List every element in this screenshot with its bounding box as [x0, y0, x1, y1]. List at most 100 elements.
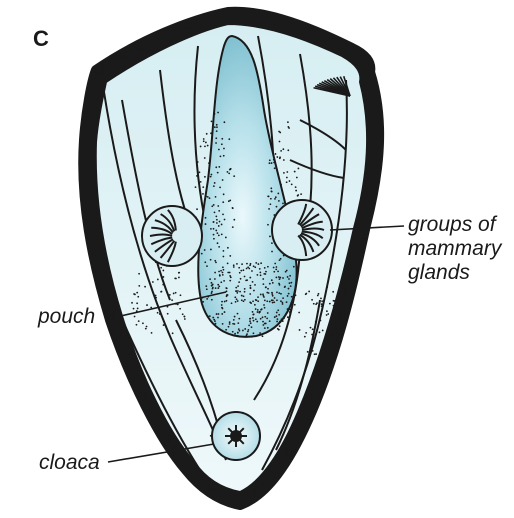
stipple-dot [208, 162, 210, 164]
stipple-dot [222, 179, 224, 181]
stipple-dot [222, 256, 224, 258]
stipple-dot [279, 284, 281, 286]
fur-bristle [86, 120, 91, 121]
stipple-dot [272, 282, 274, 284]
stipple-dot [251, 336, 253, 338]
stipple-dot [138, 273, 140, 275]
stipple-dot [228, 326, 230, 328]
stipple-dot [265, 273, 267, 275]
stipple-dot [205, 142, 207, 144]
fur-bristle [364, 70, 370, 71]
stipple-dot [276, 266, 278, 268]
stipple-dot [286, 177, 288, 179]
stipple-dot [326, 310, 328, 312]
stipple-dot [280, 258, 282, 260]
stipple-dot [215, 196, 217, 198]
stipple-dot [336, 331, 338, 333]
stipple-dot [250, 302, 252, 304]
stipple-dot [316, 302, 318, 304]
stipple-dot [282, 277, 284, 279]
fur-bristle [98, 274, 104, 275]
fur-bristle [92, 85, 97, 86]
label-glands-line3: glands [408, 261, 512, 285]
stipple-dot [253, 265, 255, 267]
stipple-dot [279, 278, 281, 280]
fur-bristle [367, 174, 376, 175]
stipple-dot [244, 328, 246, 330]
stipple-dot [229, 200, 231, 202]
fur-bristle [204, 18, 205, 22]
stipple-dot [262, 335, 264, 337]
fur-bristle [370, 165, 377, 166]
stipple-dot [237, 322, 239, 324]
stipple-dot [243, 295, 245, 297]
stipple-dot [271, 190, 273, 192]
stipple-dot [200, 146, 202, 148]
stipple-dot [274, 316, 276, 318]
stipple-dot [210, 249, 212, 251]
stipple-dot [257, 296, 259, 298]
stipple-dot [283, 317, 285, 319]
stipple-dot [217, 287, 219, 289]
stipple-dot [131, 302, 133, 304]
stipple-dot [270, 198, 272, 200]
stipple-dot [227, 272, 229, 274]
stipple-dot [274, 198, 276, 200]
stipple-dot [210, 176, 212, 178]
fur-bristle [372, 162, 378, 163]
stipple-dot [223, 193, 225, 195]
stipple-dot [211, 299, 213, 301]
stipple-dot [269, 236, 271, 238]
stipple-dot [155, 295, 157, 297]
fur-bristle [345, 297, 349, 298]
stipple-dot [229, 280, 231, 282]
stipple-dot [213, 185, 215, 187]
fur-bristle [84, 188, 93, 189]
stipple-dot [211, 121, 213, 123]
fur-bristle [91, 91, 97, 92]
stipple-dot [210, 132, 212, 134]
stipple-dot [267, 266, 269, 268]
stipple-dot [326, 314, 328, 316]
stipple-dot [319, 331, 321, 333]
fur-bristle [343, 303, 347, 304]
stipple-dot [205, 223, 207, 225]
fur-bristle [93, 82, 98, 83]
stipple-dot [225, 329, 227, 331]
stipple-dot [326, 286, 328, 288]
stipple-dot [317, 295, 319, 297]
fur-bristle [262, 15, 263, 22]
stipple-dot [272, 302, 274, 304]
fur-bristle [91, 245, 96, 246]
fur-bristle [87, 111, 91, 112]
stipple-dot [229, 255, 231, 257]
stipple-dot [215, 230, 217, 232]
stipple-dot [288, 278, 290, 280]
stipple-dot [249, 318, 251, 320]
stipple-dot [237, 290, 239, 292]
stipple-dot [234, 296, 236, 298]
stipple-dot [290, 282, 292, 284]
fur-bristle [357, 241, 362, 242]
stipple-dot [214, 278, 216, 280]
stipple-dot [240, 270, 242, 272]
fur-bristle [362, 221, 367, 222]
stipple-dot [205, 285, 207, 287]
stipple-dot [157, 279, 159, 281]
stipple-dot [230, 276, 232, 278]
stipple-dot [287, 316, 289, 318]
fur-bristle [266, 15, 267, 19]
fur-bristle [90, 238, 97, 239]
stipple-dot [249, 277, 251, 279]
stipple-dot [321, 303, 323, 305]
stipple-dot [273, 159, 275, 161]
stipple-dot [273, 271, 275, 273]
stipple-dot [249, 293, 251, 295]
fur-bristle [365, 200, 372, 201]
stipple-dot [288, 293, 290, 295]
stipple-dot [305, 332, 307, 334]
stipple-dot [227, 171, 229, 173]
stipple-dot [218, 149, 220, 151]
fur-bristle [93, 79, 98, 80]
stipple-dot [276, 156, 278, 158]
